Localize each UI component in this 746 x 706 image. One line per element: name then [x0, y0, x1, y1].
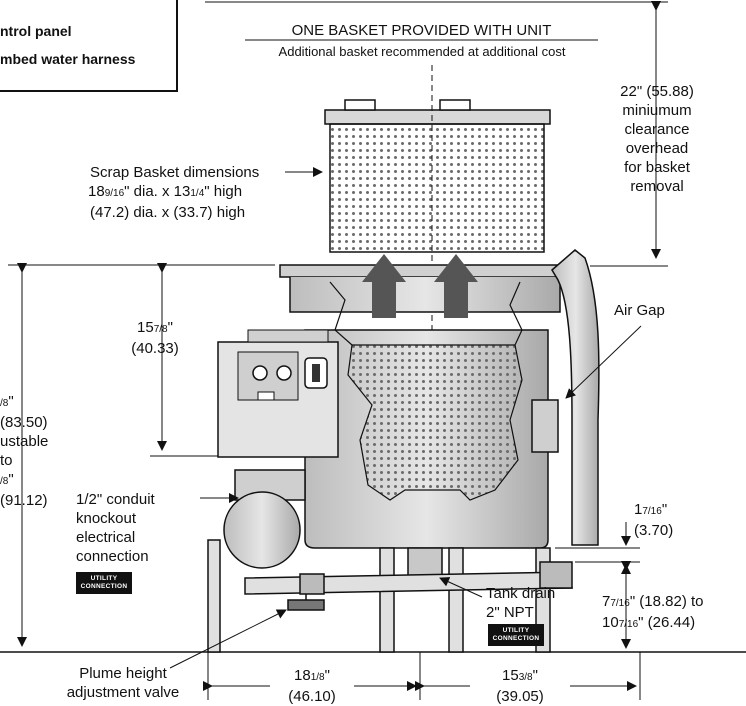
drain-offset-whole: 1 — [634, 501, 643, 518]
drain-offset-metric: (3.70) — [634, 522, 674, 539]
conduit-line-4: connection — [76, 548, 149, 565]
utility-connection-badge-left: UTILITY CONNECTION — [76, 572, 132, 594]
utility-connection-badge-right: UTILITY CONNECTION — [488, 624, 544, 646]
plume-valve-label: Plume height adjustment valve — [48, 664, 198, 702]
clearance-line-6: removal — [630, 178, 684, 195]
clearance-line-5: for basket — [624, 159, 690, 176]
basket-dia-frac: 9/16 — [104, 188, 125, 199]
utility-badge-line-2-right: CONNECTION — [492, 635, 540, 642]
overall-height-line-2: ustable to — [0, 433, 49, 469]
base-left-metric: (46.10) — [288, 688, 336, 705]
basket-header-title: ONE BASKET PROVIDED WITH UNIT — [291, 22, 552, 39]
notes-box — [0, 0, 178, 92]
overall-height-line-1: " (83.50) — [0, 393, 48, 431]
overall-height-frac-1: /8 — [0, 398, 9, 409]
overall-height-frac-3: /8 — [0, 476, 9, 487]
plume-valve-line-2: adjustment valve — [66, 684, 180, 701]
clearance-line-2: miniumum — [622, 102, 692, 119]
plume-max-rest: " (26.44) — [638, 614, 696, 631]
drain-offset-unit: " — [661, 501, 668, 518]
utility-badge-line-2: CONNECTION — [80, 583, 128, 590]
conduit-line-3: electrical — [76, 529, 136, 546]
conduit-line-1: 1/2" conduit — [76, 491, 155, 508]
utility-badge-line-1-right: UTILITY — [502, 627, 530, 634]
plume-valve-line-1: Plume height — [79, 665, 167, 682]
base-left-unit: " — [324, 667, 330, 684]
basket-header-subtitle: Additional basket recommended at additio… — [278, 44, 566, 59]
base-right-unit: " — [532, 667, 538, 684]
air-gap-label: Air Gap — [614, 302, 665, 319]
scrap-basket — [324, 99, 551, 253]
utility-badge-line-1: UTILITY — [90, 575, 118, 582]
basket-high-unit: " high — [204, 183, 243, 200]
base-right-frac: 3/8 — [518, 672, 533, 683]
basket-dims-line-1: Scrap Basket dimensions — [90, 164, 260, 181]
conduit-label: 1/2" conduit knockout electrical connect… — [76, 490, 155, 566]
basket-dia-whole: 18 — [88, 183, 105, 200]
control-panel — [217, 329, 339, 458]
basket-dims-line-3: (47.2) dia. x (33.7) high — [90, 204, 246, 221]
panel-height-label: 157/8" (40.33) — [105, 318, 205, 358]
panel-height-unit: " — [167, 319, 173, 336]
panel-height-whole: 15 — [137, 319, 154, 336]
tank-drain-label: Tank drain 2" NPT — [486, 584, 555, 622]
tank-drain-line-1: Tank drain — [486, 585, 556, 602]
basket-high-frac: 1/4 — [190, 188, 205, 199]
panel-height-frac: 7/8 — [153, 324, 168, 335]
plume-min-rest: " (18.82) to — [629, 593, 704, 610]
overall-height-line-3: " (91.12) — [0, 471, 48, 509]
note-control-panel: ntrol panel — [0, 23, 72, 39]
clearance-line-4: overhead — [625, 140, 689, 157]
base-right-whole: 15 — [502, 667, 519, 684]
plume-min-whole: 7 — [602, 593, 611, 610]
basket-dims-label: Scrap Basket dimensions 189/16" dia. x 1… — [88, 163, 290, 222]
note-water-harness: mbed water harness — [0, 51, 136, 67]
clearance-line-1: 22" (55.88) — [620, 83, 694, 100]
plume-min-frac: 7/16 — [610, 598, 630, 609]
drain-offset-label: 17/16" (3.70) — [634, 500, 673, 540]
pump-motor — [223, 469, 306, 569]
tank-drain-line-2: 2" NPT — [486, 604, 534, 621]
plume-max-frac: 7/16 — [618, 619, 639, 630]
panel-height-metric: (40.33) — [131, 340, 179, 357]
clearance-line-3: clearance — [624, 121, 690, 138]
base-left-frac: 1/8 — [310, 672, 325, 683]
base-left-whole: 18 — [294, 667, 311, 684]
plume-height-label: 77/16" (18.82) to 107/16" (26.44) — [602, 592, 746, 634]
basket-dia-unit: " dia. x 13 — [124, 183, 191, 200]
clearance-label: 22" (55.88) miniumum clearance overhead … — [598, 82, 716, 196]
basket-dims-line-2: 189/16" dia. x 131/4" high — [88, 182, 290, 203]
tank-collar — [279, 264, 581, 313]
plume-max-whole: 10 — [602, 614, 619, 631]
base-right-label: 153/8" (39.05) — [472, 666, 568, 706]
drain-offset-frac: 7/16 — [642, 506, 662, 517]
conduit-line-2: knockout — [76, 510, 137, 527]
base-right-metric: (39.05) — [496, 688, 544, 705]
base-left-label: 181/8" (46.10) — [264, 666, 360, 706]
overall-height-label: /8" (83.50) ustable to /8" (91.12) — [0, 392, 60, 510]
